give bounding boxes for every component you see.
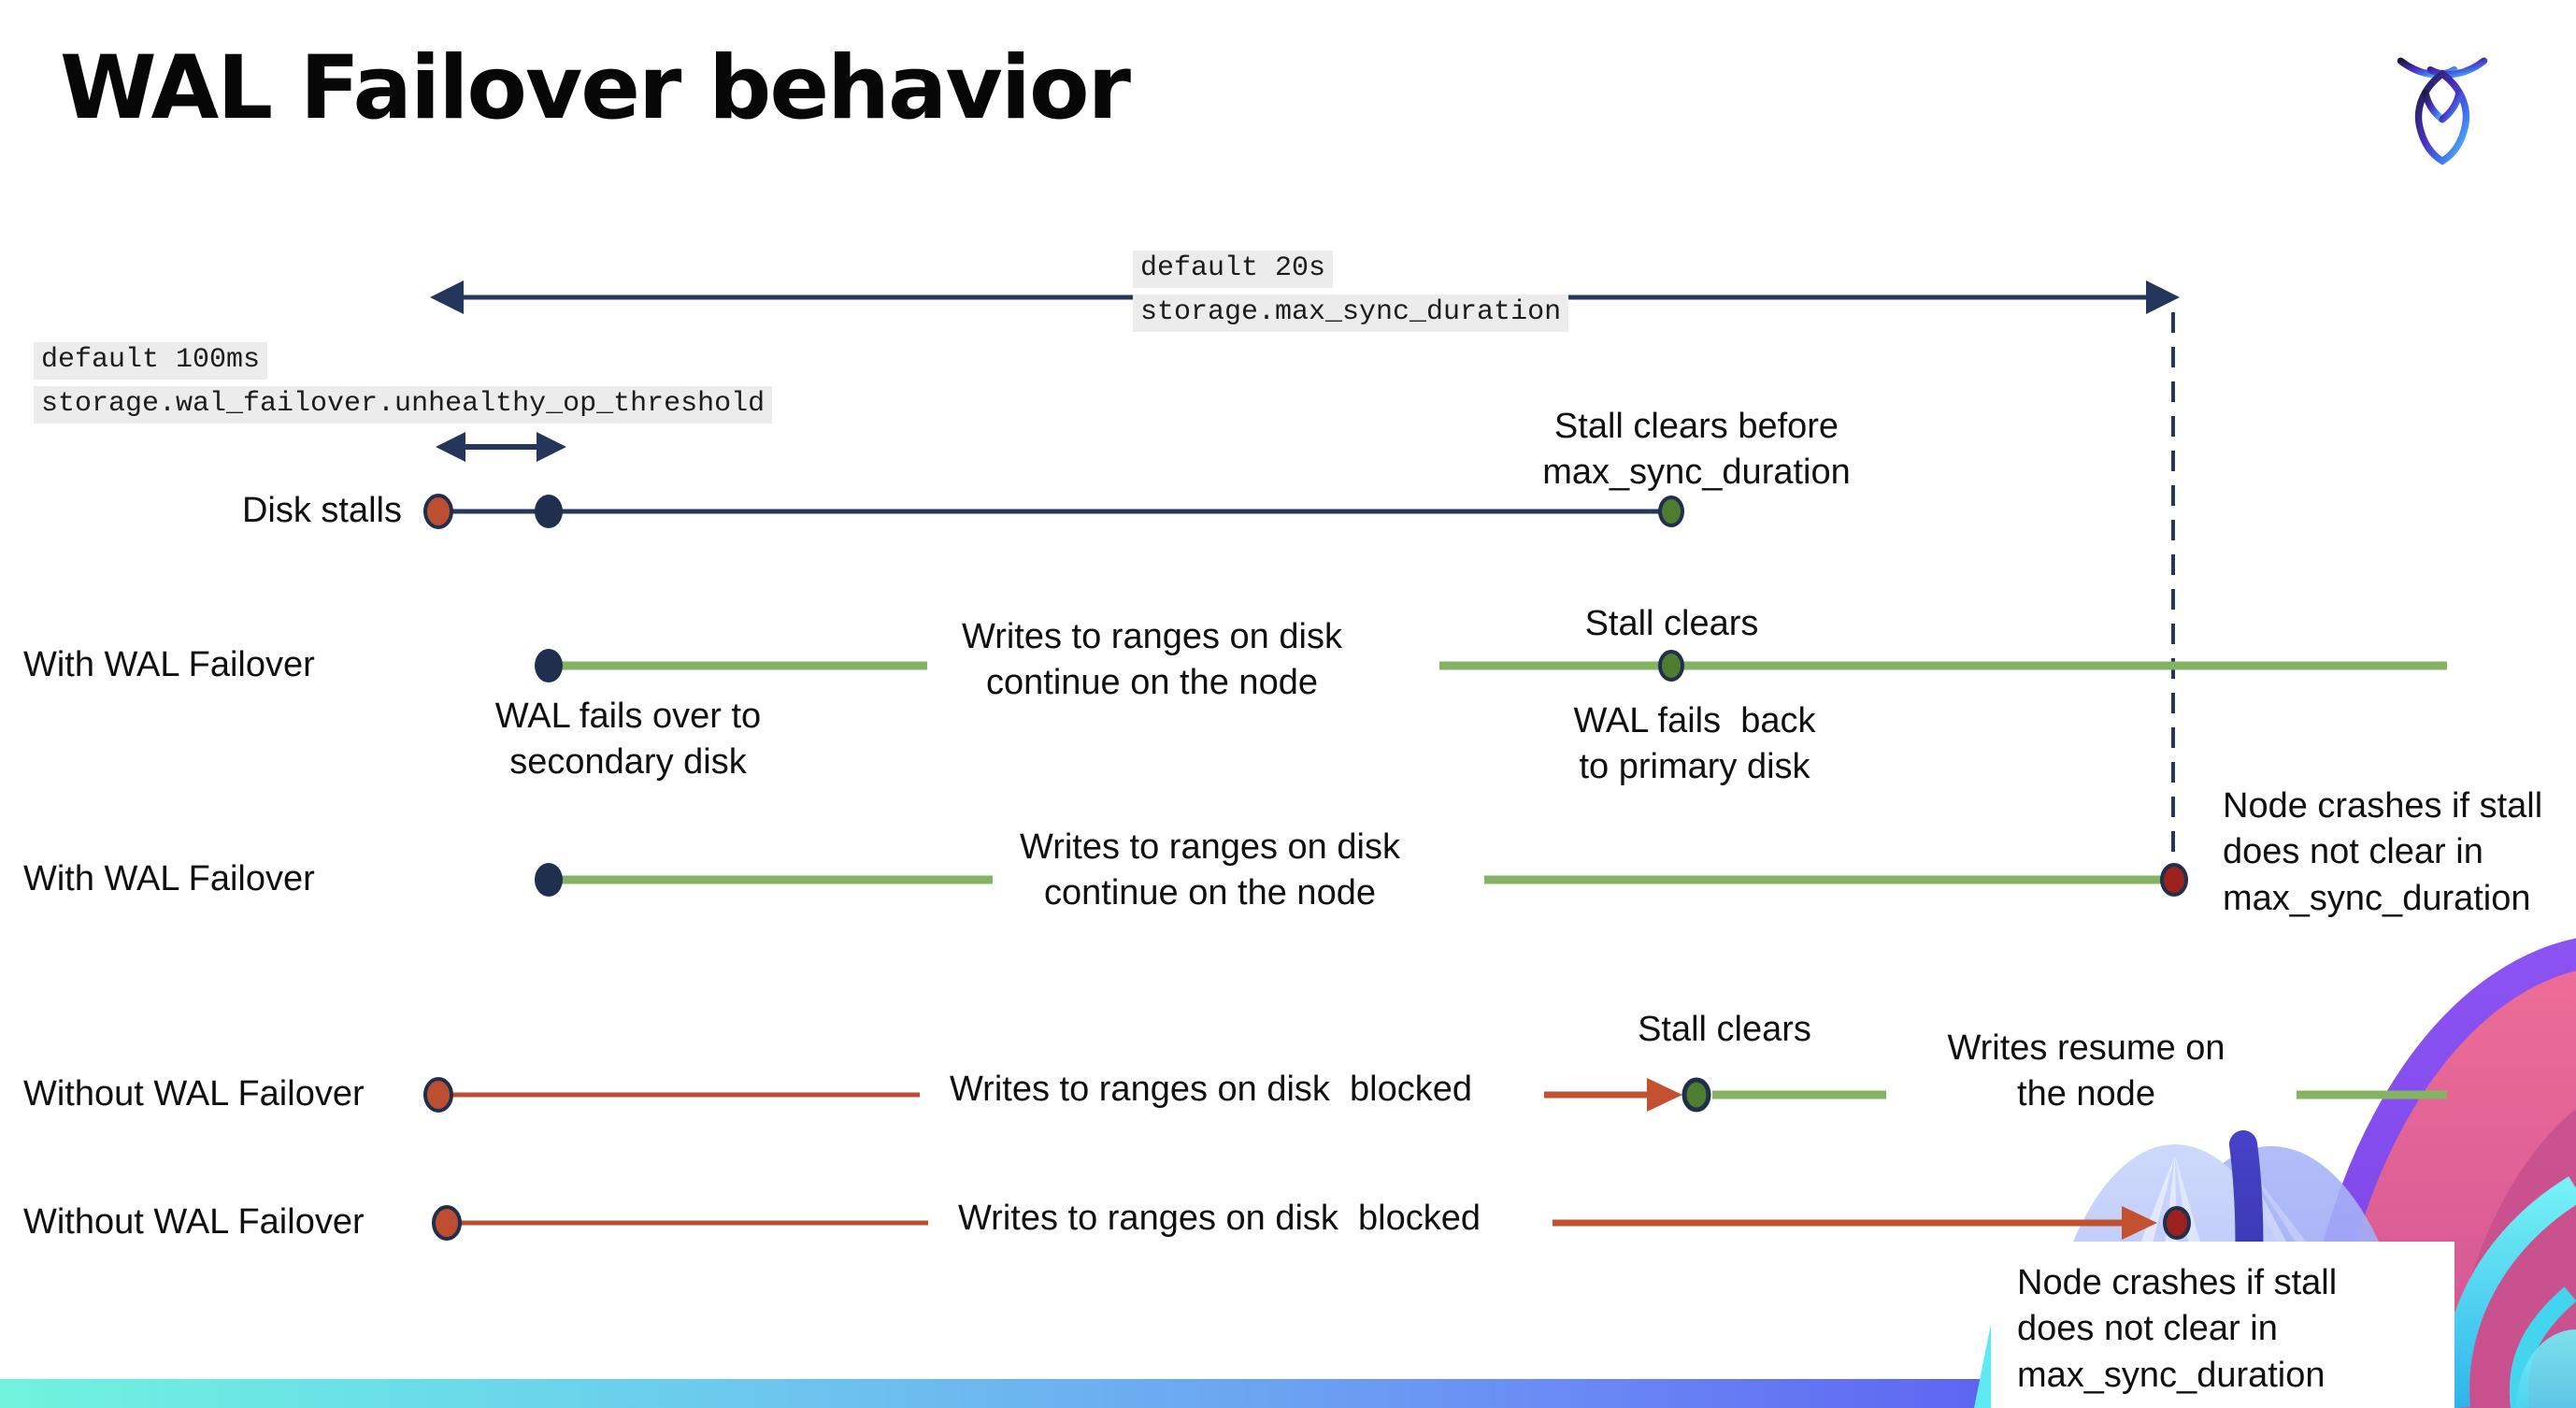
stall-clears-dot bbox=[1658, 496, 1684, 527]
row-label-without-wal-failover-2: Without WAL Failover bbox=[23, 1202, 365, 1242]
writes-continue-label-row2: Writes to ranges on disk continue on the… bbox=[962, 617, 1342, 703]
wal-fails-back-label: WAL fails back to primary disk bbox=[1573, 701, 1816, 787]
arrowhead-left bbox=[436, 432, 465, 462]
writes-blocked-label-row5: Writes to ranges on disk blocked bbox=[958, 1199, 1481, 1238]
stall-clears-label-row4: Stall clears bbox=[1638, 1010, 1811, 1049]
failback-dot bbox=[1658, 650, 1684, 682]
arrowhead-left bbox=[430, 280, 464, 314]
stall-start-dot bbox=[423, 494, 453, 529]
stall-start-dot bbox=[423, 1077, 453, 1113]
art-cyan-corner bbox=[2516, 1329, 2576, 1408]
stall-clears-label-row2: Stall clears bbox=[1584, 604, 1759, 643]
stall-clears-dot bbox=[1682, 1077, 1711, 1113]
crash-dot bbox=[2160, 863, 2188, 897]
failover-dot bbox=[535, 649, 563, 682]
cockroachdb-logo-icon bbox=[2397, 57, 2488, 165]
threshold-dot bbox=[535, 495, 563, 528]
row-label-without-wal-failover-1: Without WAL Failover bbox=[23, 1074, 365, 1113]
row-label-with-wal-failover-1: With WAL Failover bbox=[23, 645, 315, 684]
arrowhead-right bbox=[537, 432, 566, 462]
row-label-with-wal-failover-2: With WAL Failover bbox=[23, 859, 315, 898]
row-with-wal-failover-1 bbox=[535, 649, 2447, 682]
config-default-value: default 20s bbox=[1133, 251, 1334, 288]
arrowhead-right bbox=[2146, 280, 2180, 314]
node-crashes-label: Node crashes if stall does not clear in … bbox=[2017, 1263, 2338, 1395]
config-label-unhealthy-op-threshold: default 100ms storage.wal_failover.unhea… bbox=[34, 342, 773, 424]
config-label-max-sync: default 20s storage.max_sync_duration bbox=[1133, 251, 1569, 332]
config-setting-name: storage.wal_failover.unhealthy_op_thresh… bbox=[34, 386, 773, 424]
writes-blocked-label-row4: Writes to ranges on disk blocked bbox=[950, 1070, 1473, 1109]
arrowhead-right bbox=[1647, 1078, 1682, 1112]
page-title: WAL Failover behavior bbox=[60, 37, 1131, 139]
row-disk-stalls bbox=[423, 494, 1684, 529]
writes-resume-label: Writes resume on the node bbox=[1947, 1028, 2225, 1114]
row-label-disk-stalls: Disk stalls bbox=[241, 491, 402, 530]
art-cyan-sliver bbox=[1974, 1324, 1991, 1408]
unhealthy-op-threshold-arrow bbox=[436, 432, 566, 462]
failover-dot bbox=[535, 863, 563, 897]
stall-clears-before-label: Stall clears before max_sync_duration bbox=[1542, 407, 1851, 493]
config-default-value: default 100ms bbox=[34, 342, 268, 380]
config-setting-name: storage.max_sync_duration bbox=[1133, 295, 1569, 332]
node-crashes-label-row3: Node crashes if stall does not clear in … bbox=[2223, 786, 2543, 918]
wal-fails-over-label: WAL fails over to secondary disk bbox=[494, 697, 762, 783]
writes-continue-label-row3: Writes to ranges on disk continue on the… bbox=[1020, 827, 1400, 913]
art-cyan-arc bbox=[2441, 1176, 2576, 1408]
stall-start-dot bbox=[432, 1205, 462, 1241]
crash-callout-box: Node crashes if stall does not clear in … bbox=[1991, 1242, 2454, 1408]
